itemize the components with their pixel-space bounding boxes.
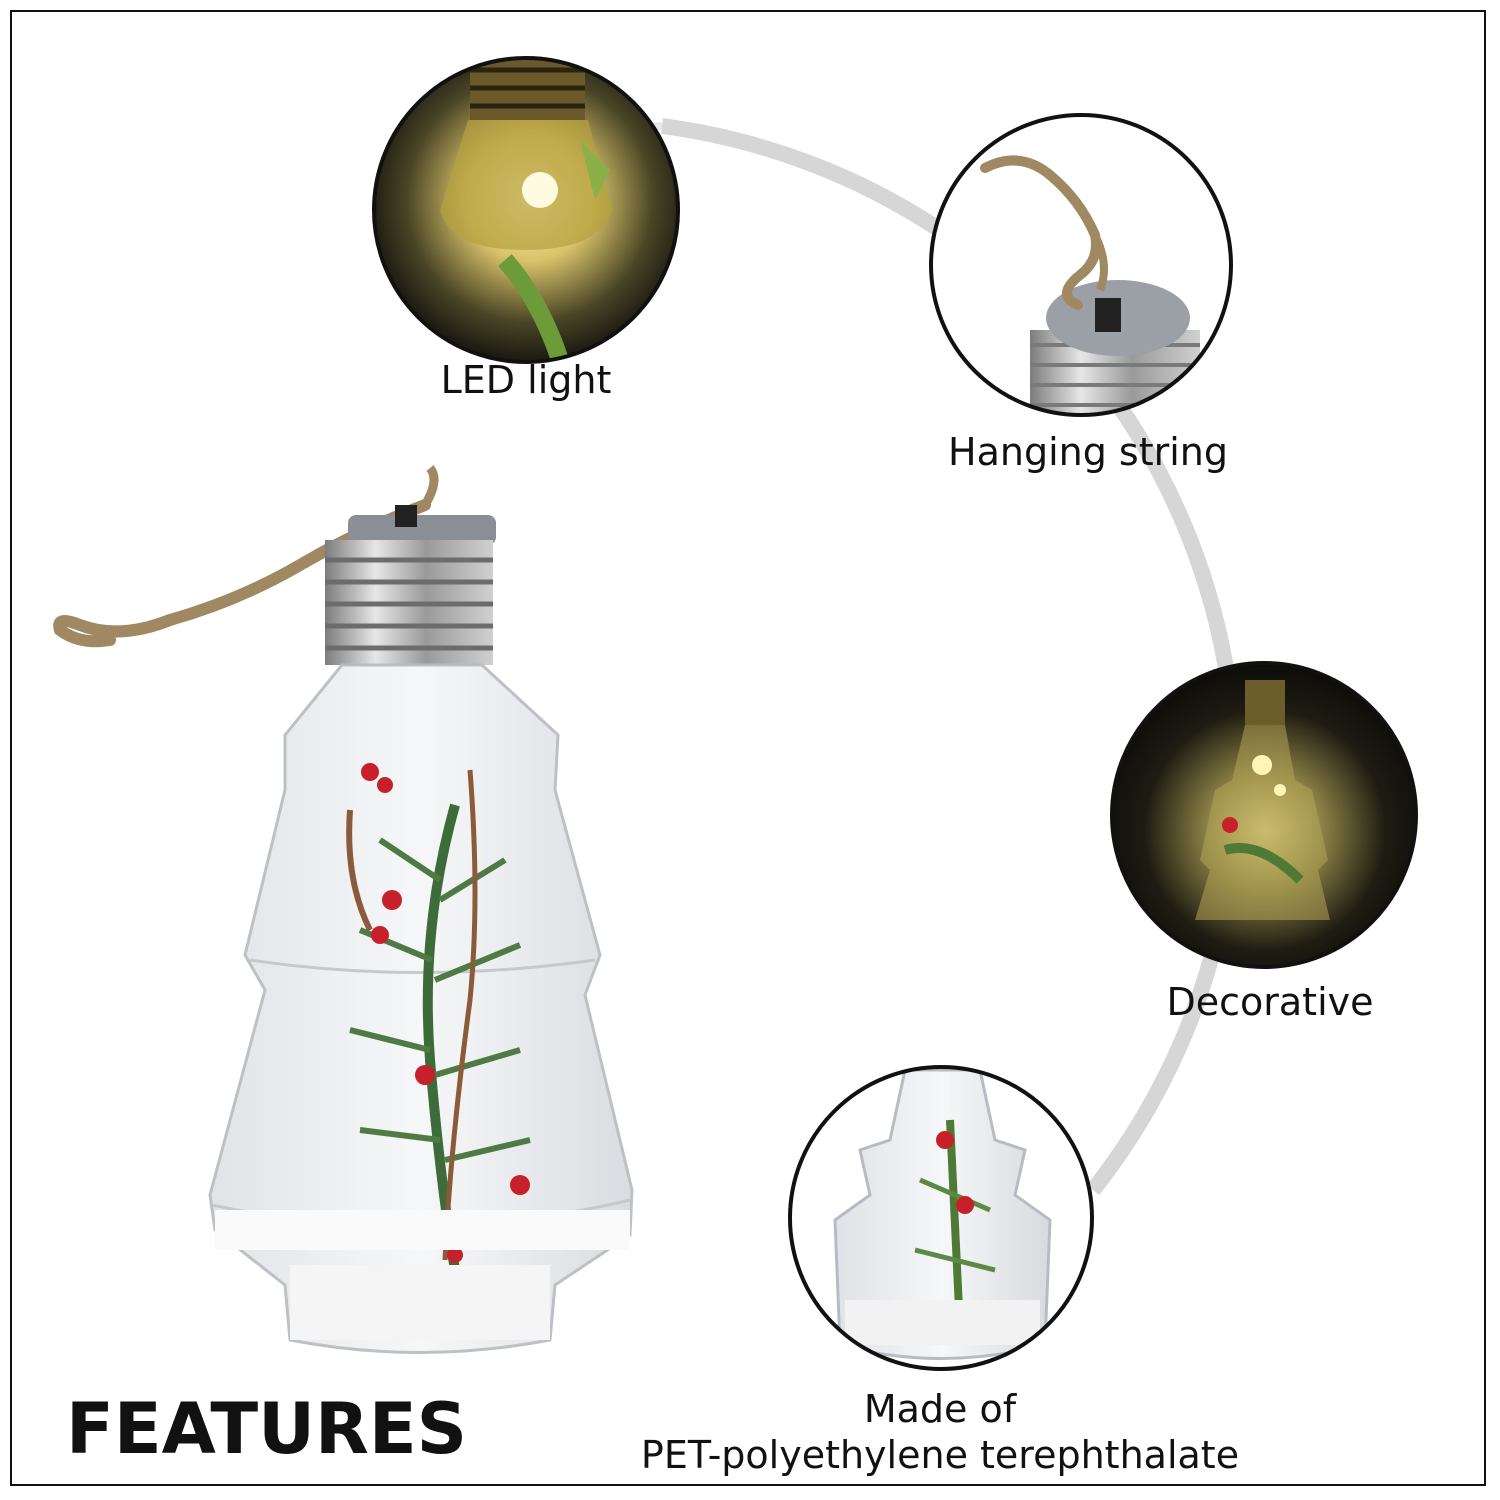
- feature-label-material-line2: PET-polyethylene terephthalate: [640, 1433, 1240, 1477]
- feature-label-led: LED light: [440, 358, 612, 402]
- image-frame: [10, 10, 1486, 1486]
- page-title: FEATURES: [66, 1388, 468, 1470]
- bulb-cap-top: [348, 515, 496, 545]
- connector-arc: [660, 118, 1244, 1195]
- led-light-circle: [372, 56, 680, 364]
- feature-label-string: Hanging string: [948, 430, 1228, 474]
- feature-label-material-line1: Made of: [863, 1387, 1017, 1431]
- decorative-circle: [1110, 661, 1418, 969]
- material-circle: [788, 1065, 1094, 1371]
- hanging-string-circle: [929, 113, 1233, 417]
- led-light-photo: [374, 58, 678, 362]
- decorative-photo: [1112, 663, 1416, 967]
- main-product-ornament: [53, 465, 634, 1354]
- material-photo: [790, 1067, 1092, 1369]
- feature-label-decorative: Decorative: [1166, 980, 1374, 1024]
- hanging-string-photo: [931, 115, 1231, 415]
